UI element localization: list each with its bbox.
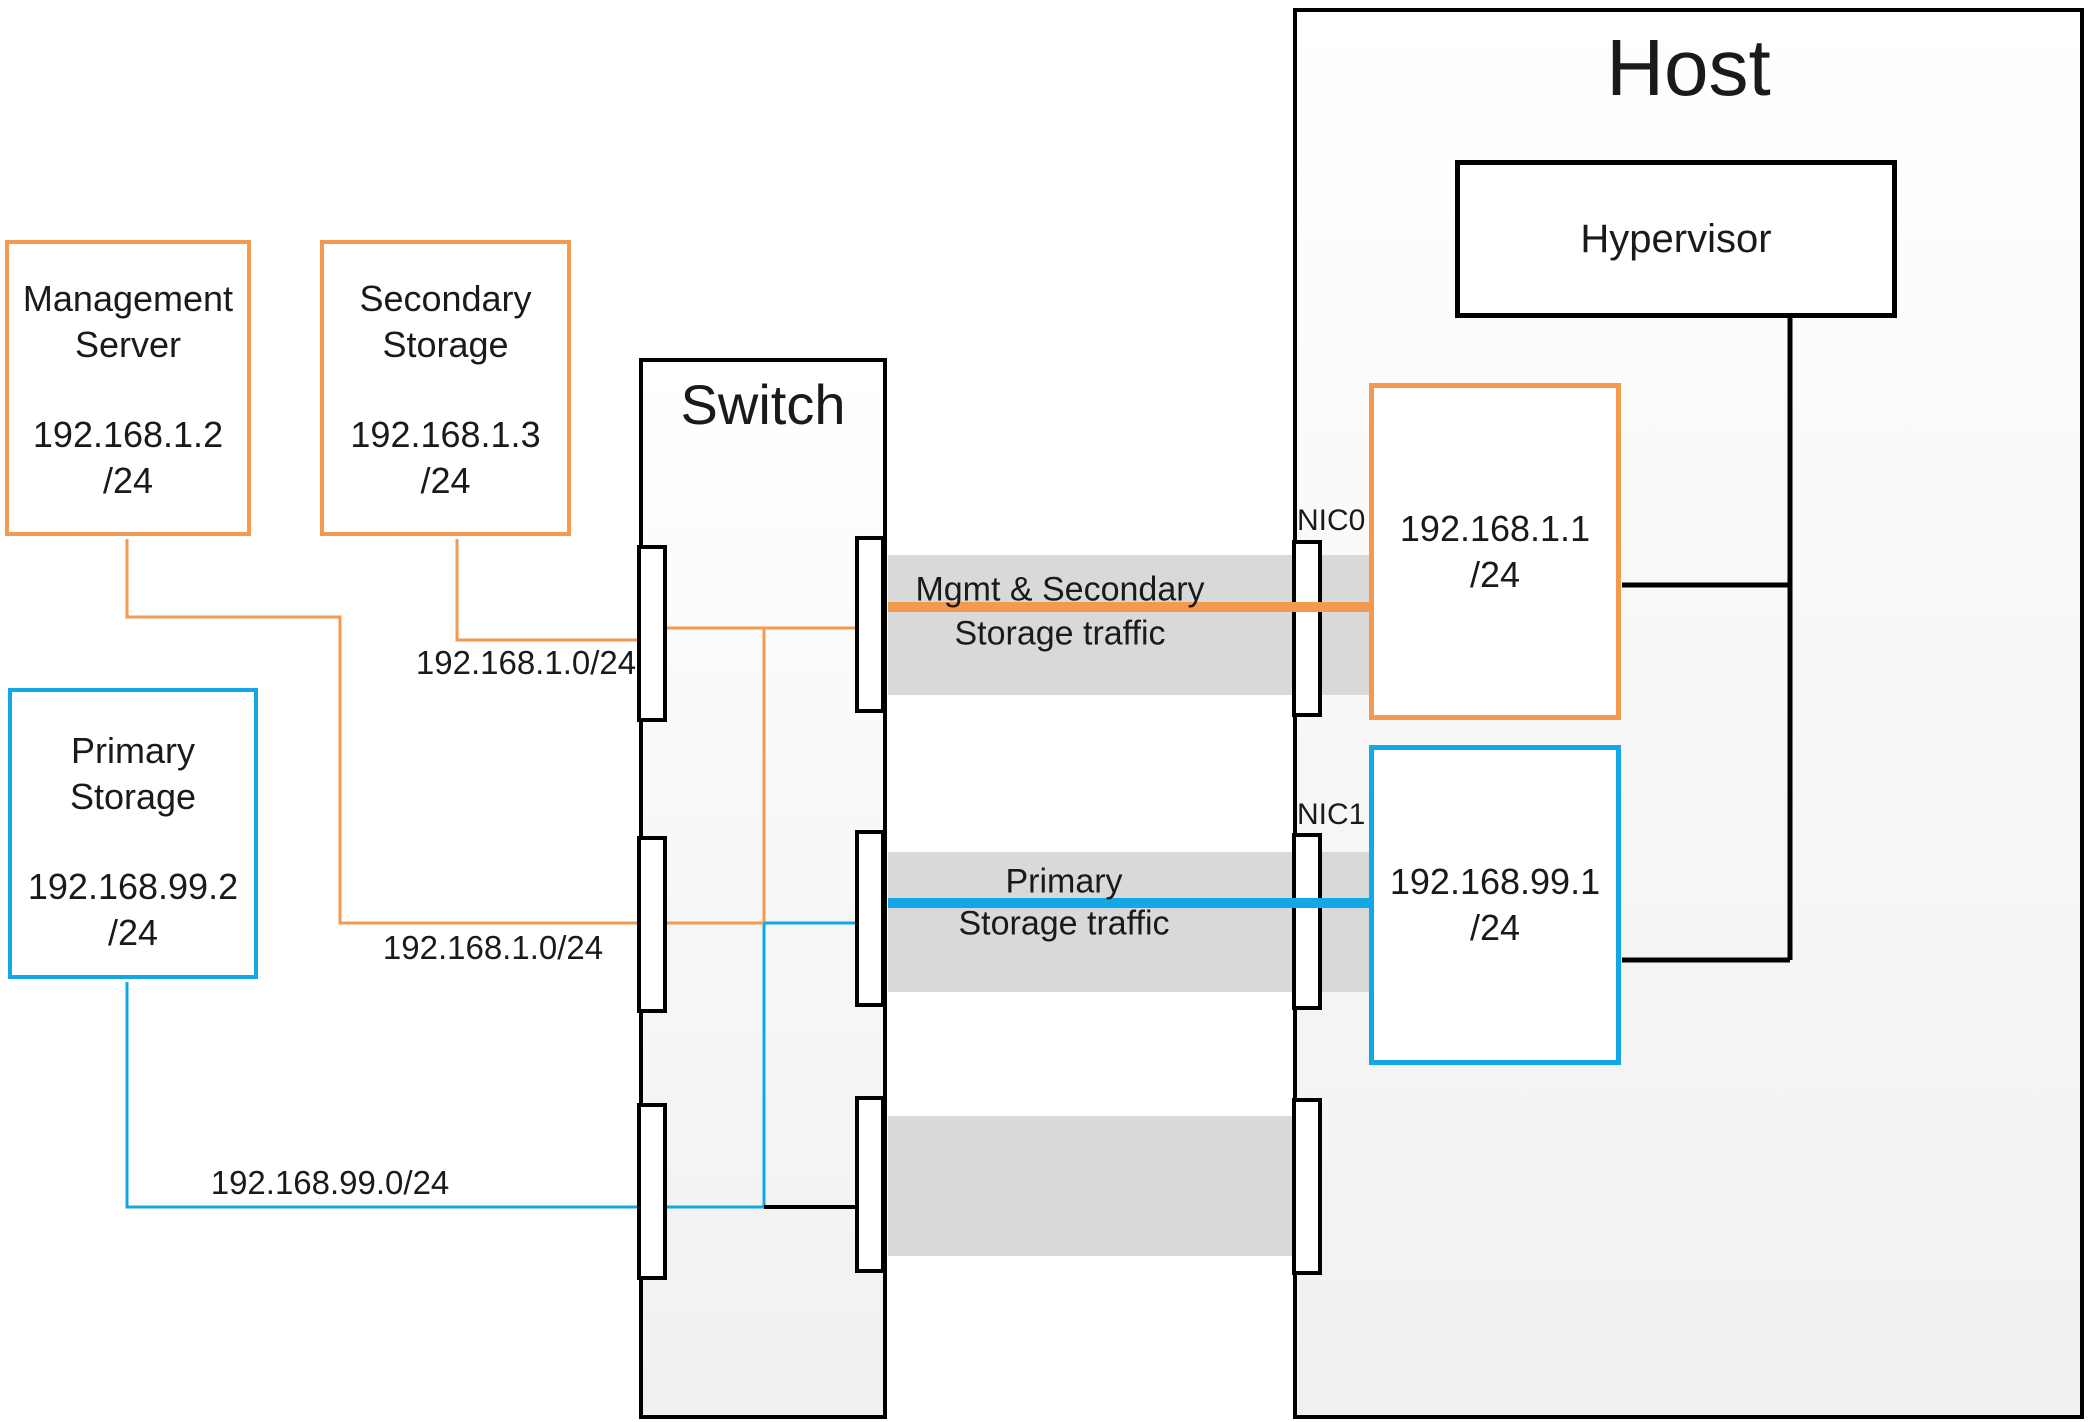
switch-left-port-2 <box>637 836 667 1013</box>
secondary-storage-box: Secondary Storage 192.168.1.3 /24 <box>320 240 571 536</box>
nic1-box: 192.168.99.1 /24 <box>1369 745 1621 1065</box>
management-server-name-line1: Management <box>22 278 234 319</box>
secondary-storage-mask: /24 <box>420 460 471 501</box>
switch-right-port-1 <box>855 536 885 713</box>
nic1-mask: /24 <box>1469 907 1521 948</box>
primary-traffic-label-line2: Storage traffic <box>958 904 1170 943</box>
subnet2-label: 192.168.1.0/24 <box>382 929 604 966</box>
nic0-ip: 192.168.1.1 <box>1399 507 1591 549</box>
primary-traffic-label-line1: Primary <box>1005 862 1123 901</box>
primary-storage-name-line1: Primary <box>71 730 195 771</box>
hypervisor-label: Hypervisor <box>1580 216 1772 261</box>
primary-storage-ip: 192.168.99.2 <box>27 866 239 907</box>
primary-storage-link-line <box>125 982 641 1209</box>
host-unused-port <box>1292 1098 1322 1275</box>
primary-storage-name-line2: Storage <box>69 776 197 817</box>
secondary-storage-name-line1: Secondary <box>359 278 532 319</box>
primary-traffic-band <box>888 852 1369 992</box>
mgmt-traffic-band <box>888 555 1369 695</box>
secondary-storage-ip: 192.168.1.3 <box>350 414 541 455</box>
secondary-storage-link-line <box>455 539 641 642</box>
unused-traffic-band <box>888 1116 1293 1256</box>
hypervisor-box: Hypervisor <box>1455 160 1897 318</box>
mgmt-traffic-label-line1: Mgmt & Secondary <box>915 570 1205 609</box>
switch-internal-orange-line <box>667 626 859 925</box>
nic0-label: NIC0 <box>1297 504 1366 537</box>
management-server-mask: /24 <box>102 460 154 501</box>
management-server-name-line2: Server <box>74 324 182 365</box>
mgmt-traffic-label-line2: Storage traffic <box>954 614 1166 653</box>
switch-internal-blue-line <box>667 921 859 1209</box>
switch-left-port-3 <box>637 1103 667 1280</box>
hypervisor-nic-connector <box>1622 318 1793 963</box>
switch-right-port-2 <box>855 830 885 1007</box>
switch-right-port-3 <box>855 1096 885 1273</box>
mgmt-server-link-line <box>125 539 641 925</box>
switch-left-port-1 <box>637 545 667 722</box>
primary-storage-mask: /24 <box>107 912 159 953</box>
nic1-label: NIC1 <box>1297 798 1366 831</box>
host-title: Host <box>1606 23 1771 112</box>
switch-title: Switch <box>680 373 846 436</box>
primary-storage-box: Primary Storage 192.168.99.2 /24 <box>8 688 258 979</box>
host-nic0-port <box>1292 540 1322 717</box>
nic0-mask: /24 <box>1469 553 1521 595</box>
management-server-box: Management Server 192.168.1.2 /24 <box>5 240 251 536</box>
subnet99-label: 192.168.99.0/24 <box>210 1164 450 1201</box>
nic0-box: 192.168.1.1 /24 <box>1369 383 1621 720</box>
host-nic1-port <box>1292 833 1322 1010</box>
nic1-ip: 192.168.99.1 <box>1389 861 1601 902</box>
subnet1-label: 192.168.1.0/24 <box>415 644 637 681</box>
secondary-storage-name-line2: Storage <box>382 324 509 365</box>
management-server-ip: 192.168.1.2 <box>32 414 224 455</box>
